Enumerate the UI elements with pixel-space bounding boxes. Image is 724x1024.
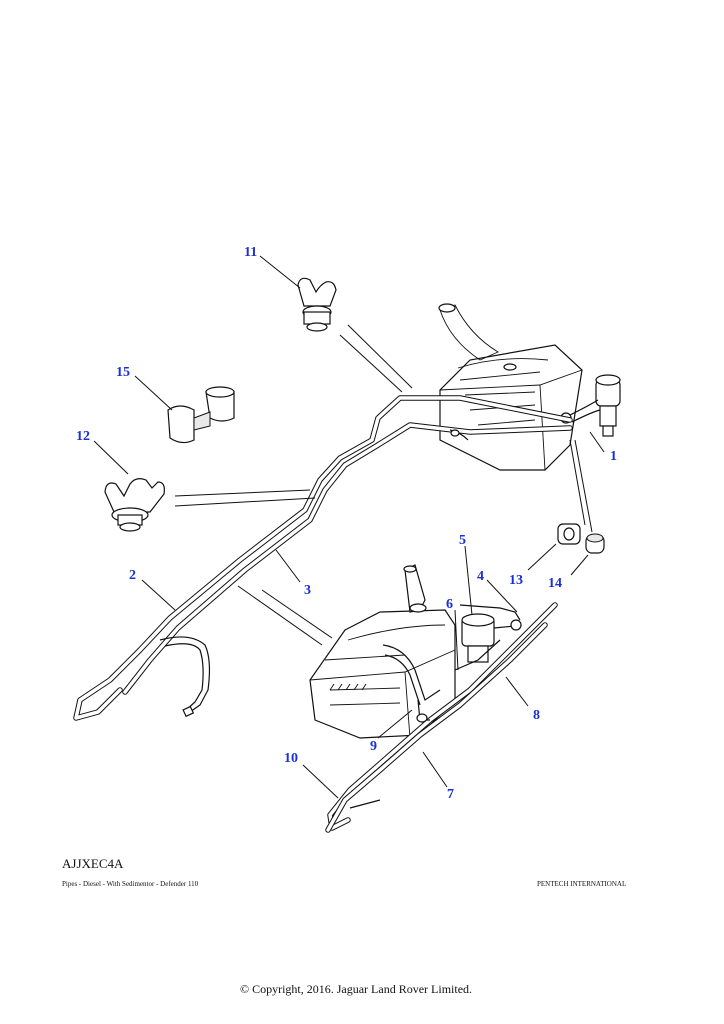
callout-4: 4 [477, 569, 484, 584]
callout-labels: 1 2 3 4 5 6 7 8 9 10 11 12 13 14 15 [76, 245, 617, 802]
callout-5: 5 [459, 533, 466, 548]
cap-14 [585, 533, 605, 554]
diagram-reference-code: AJJXEC4A [62, 856, 124, 871]
fuel-pipes-main [73, 395, 573, 721]
grommet-13 [557, 523, 581, 545]
clip-12 [104, 478, 165, 532]
leader-lines [93, 255, 605, 799]
callout-15: 15 [116, 365, 130, 380]
callout-13: 13 [509, 573, 523, 588]
callout-12: 12 [76, 429, 90, 444]
callout-14: 14 [548, 576, 562, 591]
callout-3: 3 [304, 583, 311, 598]
callout-2: 2 [129, 568, 136, 583]
callout-11: 11 [244, 245, 257, 260]
fuel-pipes-lower [325, 602, 558, 833]
callout-10: 10 [284, 751, 298, 766]
copyright-notice: © Copyright, 2016. Jaguar Land Rover Lim… [239, 982, 473, 996]
callout-8: 8 [533, 708, 540, 723]
lower-fuel-tank [309, 564, 456, 739]
callout-1: 1 [610, 449, 617, 464]
callout-9: 9 [370, 739, 377, 754]
sedimentor [461, 613, 522, 663]
callout-7: 7 [447, 787, 454, 802]
publisher-name: PENTECH INTERNATIONAL [537, 880, 627, 888]
clip-11 [297, 277, 337, 332]
upper-fuel-tank [438, 303, 583, 471]
clip-15 [167, 386, 235, 444]
diagram-caption: Pipes - Diesel - With Sedimentor - Defen… [62, 880, 199, 888]
callout-6: 6 [446, 597, 453, 612]
